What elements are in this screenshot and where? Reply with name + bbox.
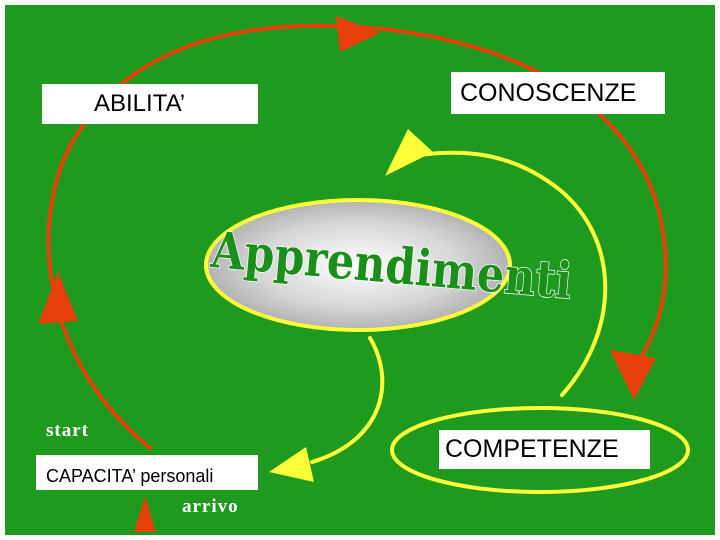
conoscenze-label: CONOSCENZE [460,79,637,107]
abilita-label: ABILITA’ [94,90,186,117]
arrivo-label: arrivo [182,496,239,517]
conoscenze-box: CONOSCENZE [451,72,665,114]
yellow-path-upper [418,150,608,397]
red-arrow-bottom [134,496,156,532]
abilita-box: ABILITA’ [42,84,258,124]
competenze-box: COMPETENZE [439,430,650,469]
yellow-arrow-upper [385,129,433,176]
competenze-ring [390,406,690,494]
capacita-box: CAPACITA’ personali [36,455,258,490]
red-arrow-left [38,272,78,324]
start-label: start [46,420,89,441]
yellow-arrow-lower [269,447,314,482]
capacita-label: CAPACITA’ personali [46,466,214,486]
competenze-label: COMPETENZE [445,435,619,463]
red-arrow-right [610,350,656,400]
red-arrow-top [336,16,380,52]
yellow-path-lower [310,336,385,464]
center-ellipse [204,198,512,332]
